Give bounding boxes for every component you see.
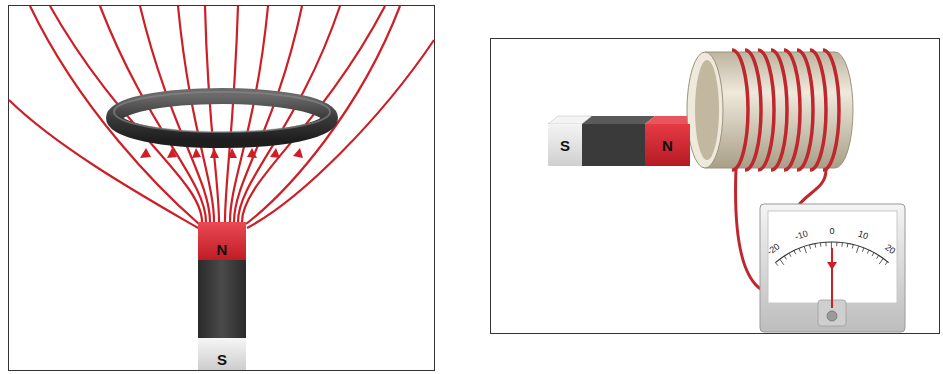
scale-tick: [885, 262, 888, 265]
scale-tick: [775, 263, 778, 266]
scale-tick: [879, 258, 883, 264]
scale-tick: [794, 251, 796, 255]
coil-tube: [705, 52, 853, 168]
zero-adjust-screw: [827, 311, 837, 321]
coil-windings: [732, 50, 839, 170]
meter-case: [760, 204, 905, 332]
coil-tube-inside: [695, 60, 719, 160]
scale-tick: [831, 242, 832, 249]
magnet-pole: N: [645, 124, 690, 166]
scale-tick: [862, 248, 863, 252]
scale-tick: [814, 244, 816, 248]
scale-tick: [784, 256, 786, 259]
meter-needle: [831, 248, 833, 308]
scale-tick: [867, 250, 869, 254]
panel-frame: [9, 6, 435, 371]
scale-tick: [852, 245, 853, 249]
pole-label: S: [217, 352, 227, 367]
scale-tick: [857, 246, 859, 253]
magnet-top-face: [582, 116, 655, 124]
scale-tick: [789, 253, 791, 257]
metal-ring: [114, 96, 330, 140]
scale-tick: [810, 245, 811, 249]
panel-frame: [491, 39, 940, 334]
field-lines: [9, 6, 434, 228]
scale-tick: [847, 243, 849, 247]
scale-tick: [877, 255, 879, 258]
magnet-pole: N: [198, 222, 246, 260]
needle-pointer: [827, 262, 837, 270]
field-arrows: [140, 148, 303, 158]
scale-tick: [836, 242, 837, 246]
magnet-pole: S: [198, 338, 246, 370]
coil-tube-end: [687, 52, 723, 168]
ring-highlight: [114, 92, 330, 132]
magnet-body: [582, 124, 645, 166]
scale-tick: [825, 242, 826, 246]
magnet-body: [198, 260, 246, 338]
pole-label: N: [662, 138, 673, 153]
scale-number: 0: [830, 227, 835, 236]
scale-tick: [799, 248, 801, 252]
scale-tick: [804, 247, 806, 254]
pole-label: S: [560, 138, 570, 153]
scale-tick: [872, 253, 874, 257]
scale-tick: [820, 243, 822, 247]
scale-tick: [780, 259, 784, 265]
pole-label: N: [217, 242, 228, 257]
scale-tick: [841, 243, 843, 247]
magnet-pole: S: [548, 124, 582, 166]
